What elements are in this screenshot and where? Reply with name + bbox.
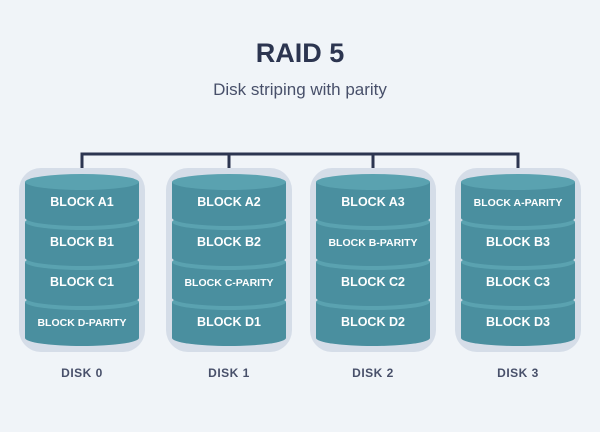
diagram-title: RAID 5 — [255, 38, 345, 68]
disk-label: DISK 1 — [208, 366, 250, 380]
block-label: BLOCK D2 — [341, 315, 405, 329]
block-label: BLOCK A1 — [50, 195, 113, 209]
disk-block — [461, 262, 575, 306]
disk-label: DISK 2 — [352, 366, 394, 380]
block-label: BLOCK C3 — [486, 275, 550, 289]
block-label: BLOCK A-PARITY — [474, 197, 563, 209]
disk-block — [172, 182, 286, 226]
block-label: BLOCK B2 — [197, 235, 261, 249]
block-label: BLOCK A3 — [341, 195, 404, 209]
disk-block — [25, 302, 139, 346]
diagram-subtitle: Disk striping with parity — [213, 80, 387, 99]
block-label: BLOCK B3 — [486, 235, 550, 249]
disk-block-top — [461, 174, 575, 190]
disk-block-top — [316, 174, 430, 190]
disk-label: DISK 3 — [497, 366, 539, 380]
disk-block — [316, 222, 430, 266]
block-label: BLOCK A2 — [197, 195, 260, 209]
disk-block — [316, 302, 430, 346]
disk-block — [172, 222, 286, 266]
disk-block — [461, 302, 575, 346]
disk-block-top — [172, 174, 286, 190]
disk-block — [172, 262, 286, 306]
block-label: BLOCK C2 — [341, 275, 405, 289]
disk-block — [25, 222, 139, 266]
disk-block — [461, 182, 575, 226]
block-label: BLOCK C1 — [50, 275, 114, 289]
block-label: BLOCK D-PARITY — [37, 317, 126, 329]
disk-block — [316, 182, 430, 226]
block-label: BLOCK B-PARITY — [328, 237, 417, 249]
block-label: BLOCK B1 — [50, 235, 114, 249]
disk-block — [172, 302, 286, 346]
block-label: BLOCK D1 — [197, 315, 261, 329]
disk-label: DISK 0 — [61, 366, 103, 380]
disk-block-top — [25, 174, 139, 190]
block-label: BLOCK C-PARITY — [184, 277, 273, 289]
disk-block — [25, 182, 139, 226]
disk-block — [25, 262, 139, 306]
block-label: BLOCK D3 — [486, 315, 550, 329]
disk-block — [316, 262, 430, 306]
disk-block — [461, 222, 575, 266]
